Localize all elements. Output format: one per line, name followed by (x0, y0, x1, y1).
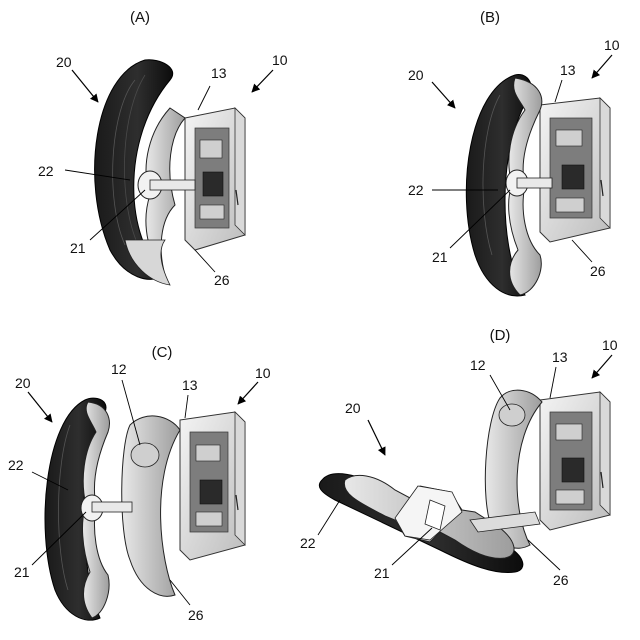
device-housing-b (540, 98, 610, 242)
label-frame-c: 26 (188, 607, 204, 623)
label-frame-a: 26 (214, 272, 230, 288)
panel-d-title: (D) (490, 327, 511, 344)
leader-tire-d (318, 500, 340, 535)
arrow-device-d (592, 355, 612, 378)
arrow-wheel-c (28, 392, 52, 422)
label-hub-a: 21 (70, 240, 86, 256)
label-device-c: 10 (255, 365, 271, 381)
arrow-device-b (592, 55, 612, 78)
panel-d: (D) 20 10 12 (300, 327, 618, 588)
label-pivot-d: 12 (470, 357, 486, 373)
label-frame-b: 26 (590, 263, 606, 279)
label-wheel-b: 20 (408, 67, 424, 83)
label-wheel-c: 20 (15, 375, 31, 391)
arrow-wheel-b (432, 82, 455, 108)
label-tire-d: 22 (300, 535, 316, 551)
label-tire-c: 22 (8, 457, 24, 473)
leader-frame-d (528, 540, 560, 570)
label-tire-a: 22 (38, 163, 54, 179)
panel-a-title: (A) (130, 9, 150, 26)
label-door-b: 13 (560, 62, 576, 78)
leader-door-c (185, 395, 188, 418)
label-device-d: 10 (602, 337, 618, 353)
panel-c-title: (C) (152, 344, 173, 361)
label-pivot-c: 12 (111, 361, 127, 377)
label-wheel-a: 20 (56, 54, 72, 70)
label-device-b: 10 (604, 37, 620, 53)
panel-b-title: (B) (480, 9, 500, 26)
device-housing-d (540, 392, 610, 530)
label-tire-b: 22 (408, 182, 424, 198)
panel-b: (B) 20 10 13 22 21 26 (408, 9, 620, 296)
arrow-device-c (238, 382, 258, 404)
label-door-a: 13 (211, 65, 227, 81)
label-door-c: 13 (182, 377, 198, 393)
label-device-a: 10 (272, 52, 288, 68)
panel-a: (A) 20 10 (38, 9, 288, 288)
label-wheel-d: 20 (345, 400, 361, 416)
leader-door-b (555, 80, 562, 102)
label-frame-d: 26 (553, 572, 569, 588)
device-housing-c (180, 412, 245, 560)
leader-door-d (550, 367, 556, 398)
leader-frame-b (572, 240, 592, 262)
arrow-wheel-a (72, 70, 98, 102)
arrow-device-a (252, 70, 273, 92)
label-hub-b: 21 (432, 249, 448, 265)
device-housing-a (185, 108, 245, 250)
label-hub-d: 21 (374, 565, 390, 581)
panel-c: (C) 20 10 12 13 (8, 344, 271, 623)
label-hub-c: 21 (14, 564, 30, 580)
label-door-d: 13 (552, 349, 568, 365)
leader-door-a (198, 86, 210, 110)
leader-frame-a (195, 250, 215, 272)
arrow-wheel-d (368, 420, 385, 455)
